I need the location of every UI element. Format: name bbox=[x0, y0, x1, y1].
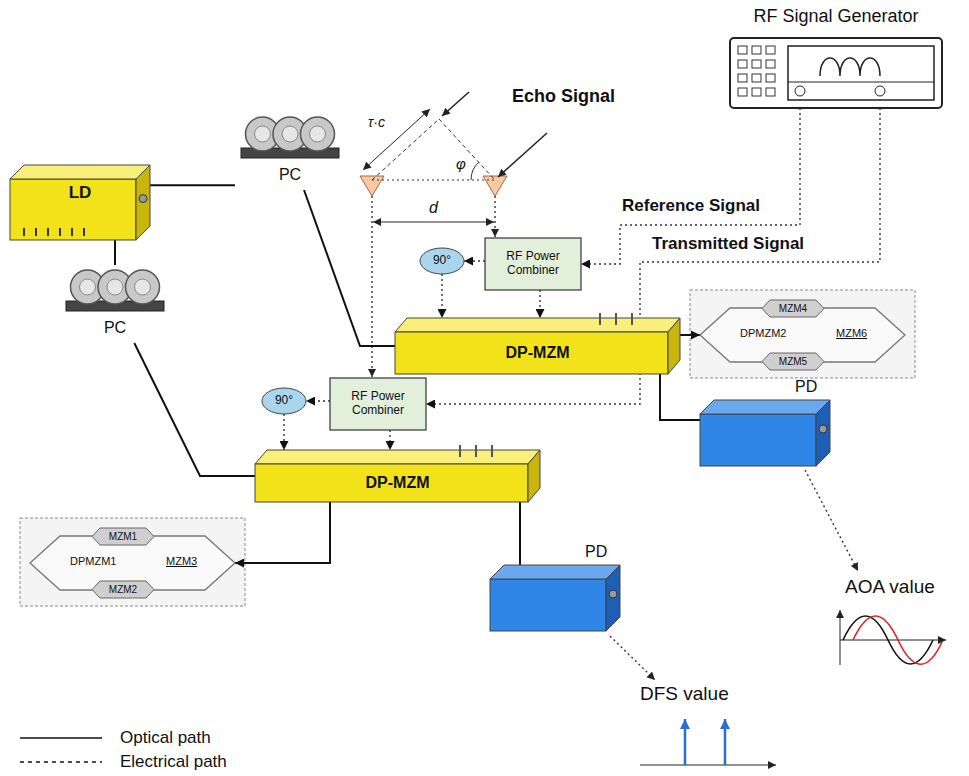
sub-modulator: MZM5 bbox=[762, 353, 824, 370]
polarization-controller: PC bbox=[235, 112, 345, 190]
wavefront bbox=[439, 119, 495, 180]
laser-diode-shape bbox=[10, 165, 150, 240]
angle-arc bbox=[471, 162, 479, 180]
node-text: LD bbox=[10, 183, 150, 203]
electrical-connector bbox=[389, 430, 390, 450]
legend-row: Electrical path bbox=[18, 750, 227, 774]
optical-connector bbox=[134, 343, 255, 476]
power-combiner: RF Power Combiner bbox=[330, 378, 426, 430]
photodetector-shape bbox=[700, 400, 830, 466]
power-combiner: RF Power Combiner bbox=[485, 238, 581, 290]
node-text: MZM4 bbox=[779, 303, 807, 315]
photodetector-shape bbox=[490, 565, 620, 631]
sub-modulator: MZM4 bbox=[762, 300, 824, 317]
dimension-label: τ·c bbox=[368, 114, 385, 130]
photodetector: PD bbox=[700, 400, 830, 466]
optical-connector bbox=[660, 374, 700, 420]
phase-shifter: 90° bbox=[262, 388, 306, 414]
signal-label: Reference Signal bbox=[622, 196, 760, 216]
dimension-label: d bbox=[429, 199, 438, 217]
optical-connector bbox=[680, 334, 700, 336]
node-text: DP-MZM bbox=[366, 474, 430, 492]
node-text: PC bbox=[235, 166, 345, 184]
output-label: DFS value bbox=[640, 683, 729, 705]
node-text: DPMZM1 bbox=[70, 555, 116, 568]
antenna-wire bbox=[371, 196, 372, 377]
dimension-line bbox=[363, 109, 430, 170]
antenna bbox=[360, 176, 384, 196]
electrical-connector bbox=[441, 274, 442, 318]
output-wire bbox=[610, 636, 655, 680]
signal-generator: RF Signal Generator bbox=[730, 38, 942, 108]
node-text: RF Power Combiner bbox=[334, 390, 422, 418]
node-text: 90° bbox=[433, 254, 451, 268]
echo-ray bbox=[498, 133, 547, 177]
legend-line-sample bbox=[18, 726, 106, 750]
baseline bbox=[372, 180, 495, 181]
legend-row: Optical path bbox=[18, 726, 211, 750]
modulator-outline: MZM4MZM5 DPMZM2 MZM6 bbox=[700, 300, 905, 370]
dimension-line bbox=[373, 222, 494, 223]
angle-label: φ bbox=[456, 155, 466, 172]
node-text: RF Signal Generator bbox=[730, 6, 942, 27]
signal-label: Echo Signal bbox=[512, 86, 615, 107]
optical-connector bbox=[519, 502, 521, 565]
optical-connector bbox=[235, 502, 330, 563]
node-text: MZM6 bbox=[836, 327, 867, 340]
inset-frame bbox=[20, 518, 245, 606]
node-text: MZM3 bbox=[166, 555, 197, 568]
photodetector: PD bbox=[490, 565, 620, 631]
node-text: MZM1 bbox=[109, 531, 137, 543]
node-text: DP-MZM bbox=[506, 344, 570, 362]
output-label: AOA value bbox=[845, 576, 935, 598]
modulator-bar: DP-MZM bbox=[255, 450, 540, 502]
node-text: MZM5 bbox=[779, 356, 807, 368]
electrical-connector bbox=[539, 290, 540, 318]
node-text: PC bbox=[60, 319, 170, 337]
node-text: MZM2 bbox=[109, 584, 137, 596]
optical-connector bbox=[304, 190, 395, 346]
antenna bbox=[483, 176, 507, 196]
inset-frame bbox=[690, 290, 915, 378]
phase-shifter: 90° bbox=[420, 248, 464, 274]
output-wire bbox=[805, 470, 858, 571]
signal-label: Transmitted Signal bbox=[652, 234, 804, 254]
sub-modulator: MZM2 bbox=[92, 581, 154, 598]
spectrum-icon bbox=[640, 719, 776, 765]
node-text: 90° bbox=[275, 394, 293, 408]
node-text: PD bbox=[795, 378, 817, 396]
node-text: DPMZM2 bbox=[740, 327, 786, 340]
legend-text: Optical path bbox=[120, 728, 211, 748]
legend-line-sample bbox=[18, 750, 106, 774]
legend-text: Electrical path bbox=[120, 752, 227, 772]
node-text: PD bbox=[585, 543, 607, 561]
optical-connector bbox=[114, 240, 116, 265]
electrical-connector bbox=[306, 400, 330, 401]
echo-ray bbox=[442, 92, 469, 116]
optical-connector bbox=[150, 184, 235, 186]
node-text: RF Power Combiner bbox=[489, 250, 577, 278]
modulator-outline: MZM1MZM2 DPMZM1 MZM3 bbox=[30, 528, 235, 598]
modulator-bar: DP-MZM bbox=[395, 318, 680, 374]
antenna-wire bbox=[494, 196, 495, 237]
electrical-connector bbox=[283, 414, 284, 450]
signal-generator-shape bbox=[730, 38, 942, 108]
laser-diode: LD bbox=[10, 165, 150, 240]
polarization-controller: PC bbox=[60, 265, 170, 343]
electrical-connector bbox=[464, 260, 485, 261]
sub-modulator: MZM1 bbox=[92, 528, 154, 545]
waveform-icon bbox=[840, 610, 946, 665]
